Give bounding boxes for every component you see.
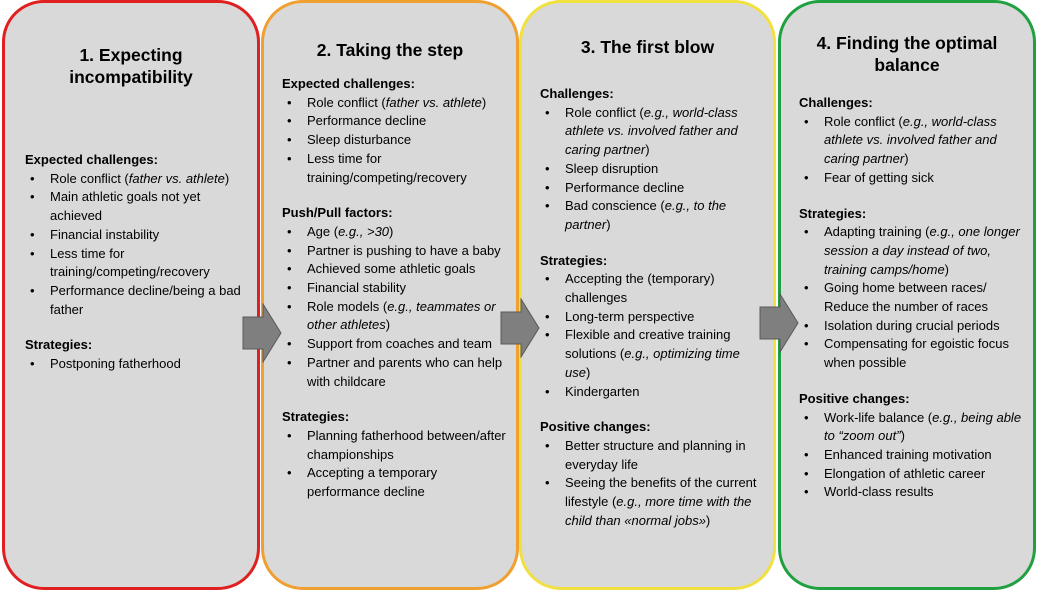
stage-1-title: 1. Expecting incompatibility [69, 45, 193, 87]
list-item: Role conflict (father vs. athlete) [282, 94, 508, 113]
section-heading: Expected challenges: [282, 76, 415, 91]
bullet-list: Accepting the (temporary) challengesLong… [540, 270, 764, 401]
section-heading: Expected challenges: [25, 152, 158, 167]
list-item: Partner and parents who can help with ch… [282, 354, 508, 391]
list-item: Financial stability [282, 279, 508, 298]
list-item: Fear of getting sick [799, 169, 1023, 188]
bullet-list: Role conflict (father vs. athlete)Main a… [25, 170, 243, 320]
list-item: Role models (e.g., teammates or other at… [282, 298, 508, 335]
list-item: Age (e.g., >30) [282, 223, 508, 242]
bullet-list: Role conflict (e.g., world-class athlete… [540, 104, 764, 235]
stage-3-box: 3. The first blow Challenges: Role confli… [519, 0, 776, 590]
list-item: Role conflict (father vs. athlete) [25, 170, 243, 189]
stage-4-box: 4. Finding the optimal balance Challenge… [778, 0, 1036, 590]
list-item: Role conflict (e.g., world-class athlete… [540, 104, 764, 160]
arrow-right-icon-1 [242, 303, 282, 363]
bullet-list: Role conflict (e.g., world-class athlete… [799, 113, 1023, 188]
list-item: Bad conscience (e.g., to the partner) [540, 197, 764, 234]
list-item: Postponing fatherhood [25, 355, 243, 374]
stage-3-content: Challenges: Role conflict (e.g., world-cl… [540, 85, 764, 547]
bullet-list: Better structure and planning in everyda… [540, 437, 764, 531]
list-item: Less time for training/competing/recover… [25, 245, 243, 282]
list-item: Isolation during crucial periods [799, 317, 1023, 336]
list-item: Work-life balance (e.g., being able to “… [799, 409, 1023, 446]
stage-2-content: Expected challenges: Role conflict (fathe… [282, 75, 508, 519]
list-item: Sleep disturbance [282, 131, 508, 150]
list-item: Partner is pushing to have a baby [282, 242, 508, 261]
list-item: Less time for training/competing/recover… [282, 150, 508, 187]
stage-2-title: 2. Taking the step [316, 40, 464, 60]
list-item: Performance decline [540, 179, 764, 198]
stage-1-content: Expected challenges: Role conflict (fathe… [25, 151, 243, 391]
list-item: Better structure and planning in everyda… [540, 437, 764, 474]
section-heading: Challenges: [799, 95, 873, 110]
section-heading: Strategies: [25, 337, 93, 353]
stage-4-title: 4. Finding the optimal balance [816, 33, 998, 75]
list-item: Kindergarten [540, 383, 764, 402]
list-item: Compensating for egoistic focus when pos… [799, 335, 1023, 372]
section-heading: Strategies: [799, 205, 867, 221]
bullet-list: Work-life balance (e.g., being able to “… [799, 409, 1023, 503]
list-item: Performance decline/being a bad father [25, 282, 243, 319]
list-item: Enhanced training motivation [799, 446, 1023, 465]
list-item: Support from coaches and team [282, 335, 508, 354]
arrow-right-icon-2 [500, 298, 540, 358]
list-item: Planning fatherhood between/after champi… [282, 427, 508, 464]
section-heading: Strategies: [540, 252, 608, 268]
list-item: Role conflict (e.g., world-class athlete… [799, 113, 1023, 169]
list-item: Going home between races/ Reduce the num… [799, 279, 1023, 316]
list-item: Flexible and creative training solutions… [540, 326, 764, 382]
section-heading: Positive changes: [799, 390, 910, 406]
arrow-right-icon-3 [759, 293, 799, 353]
list-item: Achieved some athletic goals [282, 260, 508, 279]
list-item: Accepting a temporary performance declin… [282, 464, 508, 501]
list-item: Accepting the (temporary) challenges [540, 270, 764, 307]
list-item: Seeing the benefits of the current lifes… [540, 474, 764, 530]
stage-2-box: 2. Taking the step Expected challenges: R… [261, 0, 519, 590]
section-heading: Positive changes: [540, 419, 651, 435]
section-heading: Challenges: [540, 86, 614, 101]
list-item: Performance decline [282, 112, 508, 131]
list-item: Adapting training (e.g., one longer sess… [799, 223, 1023, 279]
list-item: Elongation of athletic career [799, 465, 1023, 484]
list-item: Financial instability [25, 226, 243, 245]
list-item: Main athletic goals not yet achieved [25, 188, 243, 225]
list-item: Long-term perspective [540, 308, 764, 327]
list-item: World-class results [799, 483, 1023, 502]
bullet-list: Adapting training (e.g., one longer sess… [799, 223, 1023, 373]
bullet-list: Planning fatherhood between/after champi… [282, 427, 508, 502]
section-heading: Strategies: [282, 409, 350, 425]
stage-1-box: 1. Expecting incompatibility Expected ch… [2, 0, 260, 590]
list-item: Sleep disruption [540, 160, 764, 179]
stage-3-title: 3. The first blow [580, 37, 715, 57]
bullet-list: Role conflict (father vs. athlete)Perfor… [282, 94, 508, 188]
bullet-list: Age (e.g., >30)Partner is pushing to hav… [282, 223, 508, 391]
section-heading: Push/Pull factors: [282, 205, 393, 221]
bullet-list: Postponing fatherhood [25, 355, 243, 374]
stage-4-content: Challenges: Role conflict (e.g., world-cl… [799, 94, 1023, 519]
